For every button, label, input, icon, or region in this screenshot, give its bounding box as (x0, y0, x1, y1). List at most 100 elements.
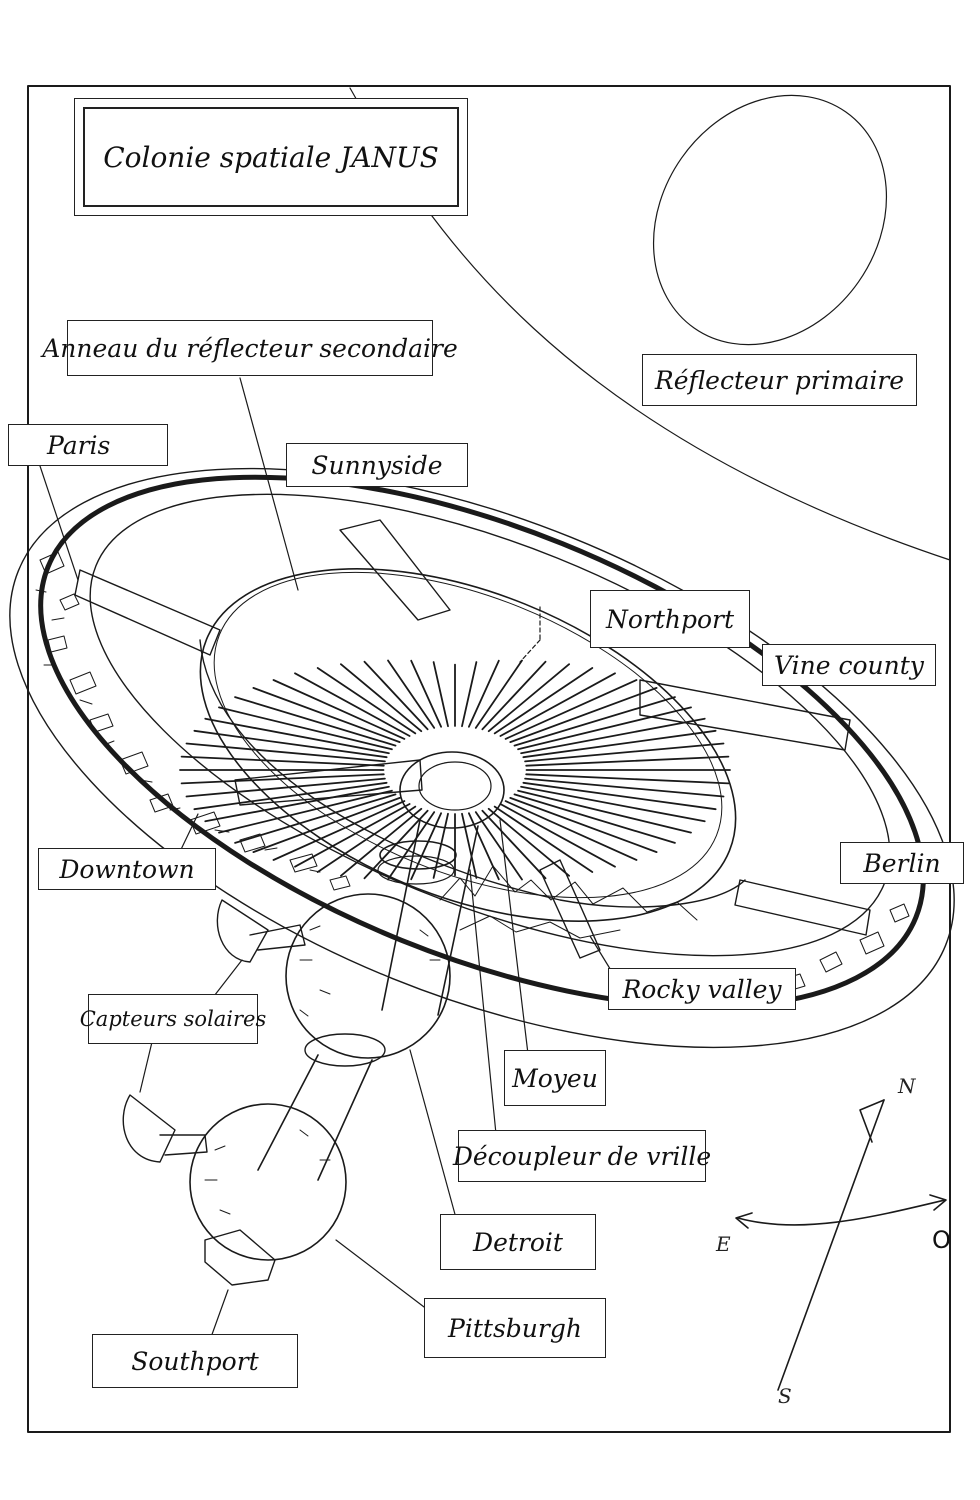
page-frame (27, 85, 951, 1433)
reflector-ray (524, 777, 725, 798)
reflector-ray (252, 687, 401, 743)
label-capteurs-solaires: Capteurs solaires (80, 994, 266, 1044)
label-vine-county: Vine county (762, 644, 936, 686)
secondary-reflector-inner (213, 571, 723, 899)
label-sunnyside: Sunnyside (286, 443, 468, 487)
hub-shaft (381, 819, 479, 1016)
reflector-ray (493, 805, 594, 873)
reflector-ray (520, 717, 706, 755)
reflector-ray (517, 789, 692, 834)
outer-ring-outer (9, 467, 955, 1049)
reflector-ray (504, 679, 638, 740)
label-rocky-valley: Rocky valley (608, 968, 796, 1010)
reflector-ray (509, 687, 658, 743)
spoke-vine (639, 679, 851, 751)
spoke-berlin (734, 879, 871, 936)
compass (735, 1099, 947, 1391)
reflector-ray (499, 803, 616, 868)
leader-lines (39, 377, 613, 1341)
reflector-ray (294, 803, 411, 868)
reflector-ray (316, 667, 417, 735)
compass-e: E (716, 1232, 731, 1256)
reflector-ray (272, 679, 406, 740)
reflector-ray (522, 781, 717, 811)
reflector-ray (432, 661, 449, 728)
reflector-ray (467, 659, 500, 728)
secondary-reflector-rim (199, 568, 737, 922)
solar-collector-lower (122, 1094, 208, 1163)
reflector-ray (474, 659, 523, 729)
reflector-ray (487, 663, 570, 733)
reflector-rays (179, 659, 731, 881)
hub-top (399, 751, 505, 829)
reflector-ray (234, 696, 397, 747)
reflector-ray (474, 811, 523, 881)
spoke-rocky (539, 859, 601, 959)
reflector-ray (272, 800, 406, 861)
diagram-title: Colonie spatiale JANUS (83, 107, 459, 207)
reflector-ray (204, 785, 390, 823)
reflector-ray (525, 755, 730, 767)
reflector-ray (520, 785, 706, 823)
spoke-sunnyside (339, 519, 451, 621)
reflector-ray (517, 706, 692, 751)
reflector-ray (204, 717, 390, 755)
reflector-ray (193, 781, 388, 811)
reflector-ray (387, 659, 436, 729)
label-pittsburgh: Pittsburgh (424, 1298, 606, 1358)
hub-inner (418, 761, 492, 811)
detroit-collar (304, 1033, 386, 1067)
reflector-ray (234, 793, 397, 844)
outer-ring-thick (38, 474, 926, 1010)
label-northport: Northport (590, 590, 750, 648)
reflector-ray (339, 663, 423, 733)
despin-bearing (379, 840, 457, 870)
outer-ring-inner (89, 493, 891, 957)
reflector-ray (461, 812, 478, 879)
reflector-ray (218, 789, 393, 834)
reflector-ray (218, 706, 393, 751)
lower-shaft (257, 1054, 373, 1181)
compass-o: O (932, 1226, 951, 1254)
reflector-ray (294, 672, 411, 737)
primary-reflector-ellipse (652, 94, 888, 346)
southport-dock (204, 1229, 276, 1286)
reflector-ray (487, 807, 570, 877)
pittsburgh-sphere (189, 1103, 347, 1261)
label-anneau: Anneau du réflecteur secondaire (42, 320, 458, 376)
label-decoupleur: Découpleur de vrille (453, 1130, 711, 1182)
reflector-ray (180, 755, 385, 767)
despin-bearing-2 (377, 855, 455, 885)
detroit-sphere (285, 893, 451, 1059)
label-berlin: Berlin (840, 842, 964, 884)
reflector-ray (525, 773, 730, 785)
label-reflecteur-primaire: Réflecteur primaire (642, 354, 917, 406)
secondary-reflector-underside (199, 639, 746, 908)
reflector-ray (513, 793, 676, 844)
compass-n: N (898, 1074, 916, 1098)
reflector-ray (493, 667, 594, 735)
title-box: Colonie spatiale JANUS (74, 98, 468, 216)
reflector-ray (461, 661, 478, 728)
reflector-ray (481, 809, 547, 880)
reflector-ray (363, 809, 429, 880)
reflector-ray (509, 797, 658, 853)
reflector-ray (522, 729, 717, 759)
sphere-details (204, 925, 441, 1215)
reflector-ray (524, 742, 725, 763)
reflector-ray (504, 800, 638, 861)
reflector-ray (252, 797, 401, 853)
reflector-ray (410, 659, 443, 728)
reflector-ray (193, 729, 388, 759)
rocky-valley-mountains (439, 865, 698, 939)
spoke-paris (74, 569, 221, 656)
ring-city-texture (35, 551, 910, 1001)
spoke-downtown (234, 759, 423, 806)
reflector-ray (499, 672, 616, 737)
solar-collector-upper (216, 899, 306, 963)
reflector-ray (339, 807, 423, 877)
reflector-ray (180, 773, 385, 785)
compass-s: S (778, 1384, 792, 1408)
label-paris: Paris (8, 424, 168, 466)
